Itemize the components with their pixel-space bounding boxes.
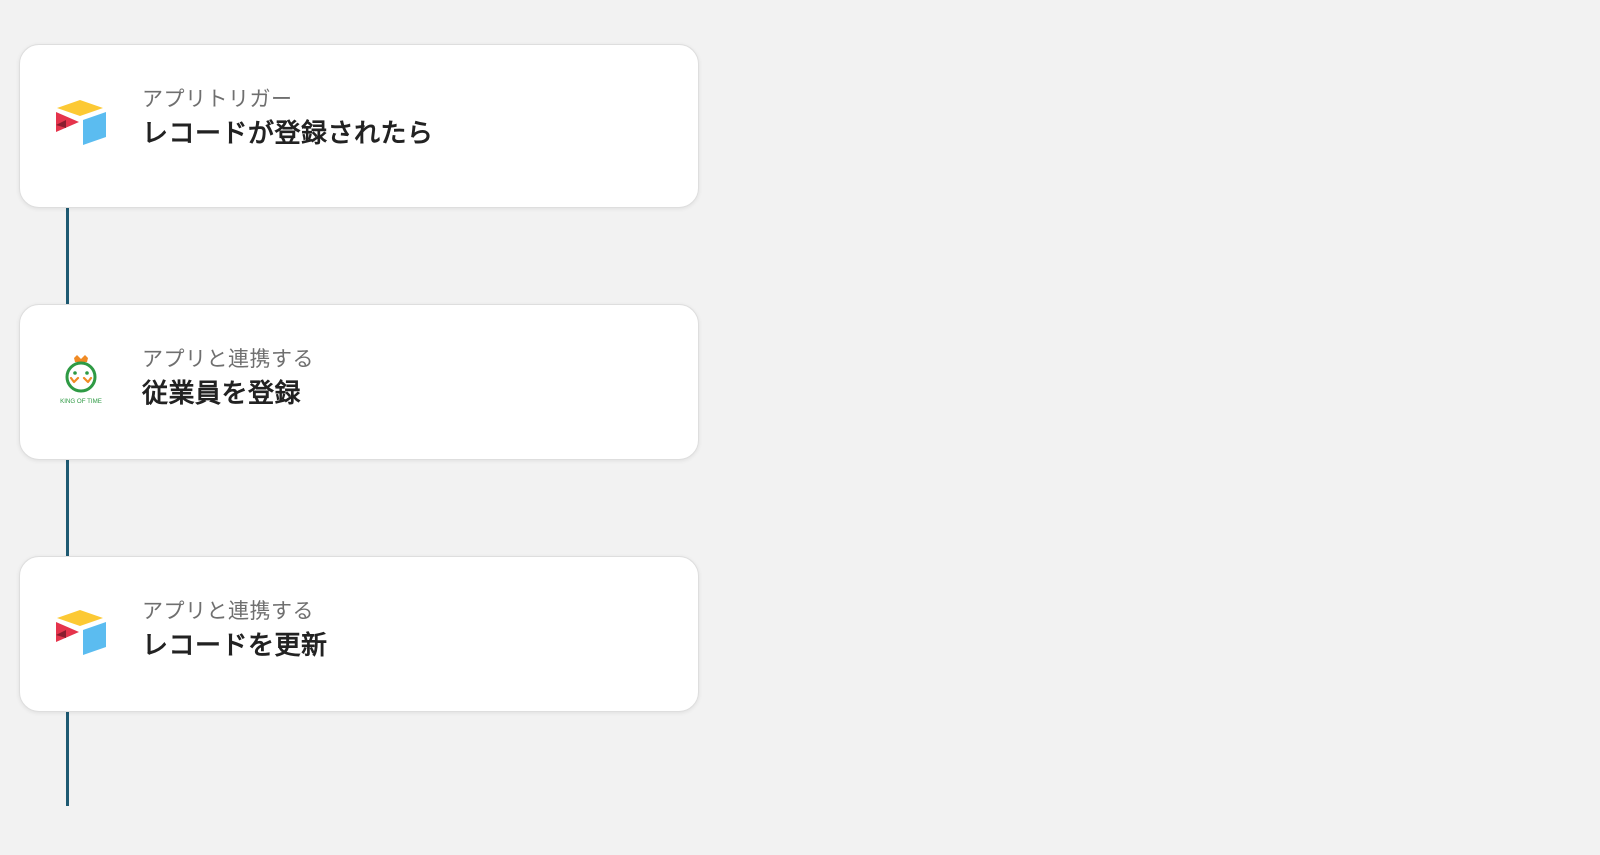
king-of-time-icon: KING OF TIME <box>53 353 109 409</box>
flow-step-trigger-card[interactable]: アプリトリガー レコードが登録されたら <box>19 44 699 208</box>
flow-connector-3 <box>66 712 69 806</box>
step-title: 従業員を登録 <box>142 379 302 409</box>
flow-connector-1 <box>66 208 69 304</box>
step-title: レコードを更新 <box>142 631 328 661</box>
airtable-icon <box>53 95 109 151</box>
flow-step-action-card-1[interactable]: KING OF TIME アプリと連携する 従業員を登録 <box>19 304 699 460</box>
step-type-label: アプリと連携する <box>142 599 314 623</box>
step-type-label: アプリと連携する <box>142 347 314 371</box>
flow-connector-2 <box>66 460 69 556</box>
airtable-icon <box>53 605 109 661</box>
step-title: レコードが登録されたら <box>142 119 434 149</box>
flow-step-action-card-2[interactable]: アプリと連携する レコードを更新 <box>19 556 699 712</box>
step-type-label: アプリトリガー <box>142 87 293 111</box>
king-of-time-logo-text: KING OF TIME <box>60 398 102 405</box>
